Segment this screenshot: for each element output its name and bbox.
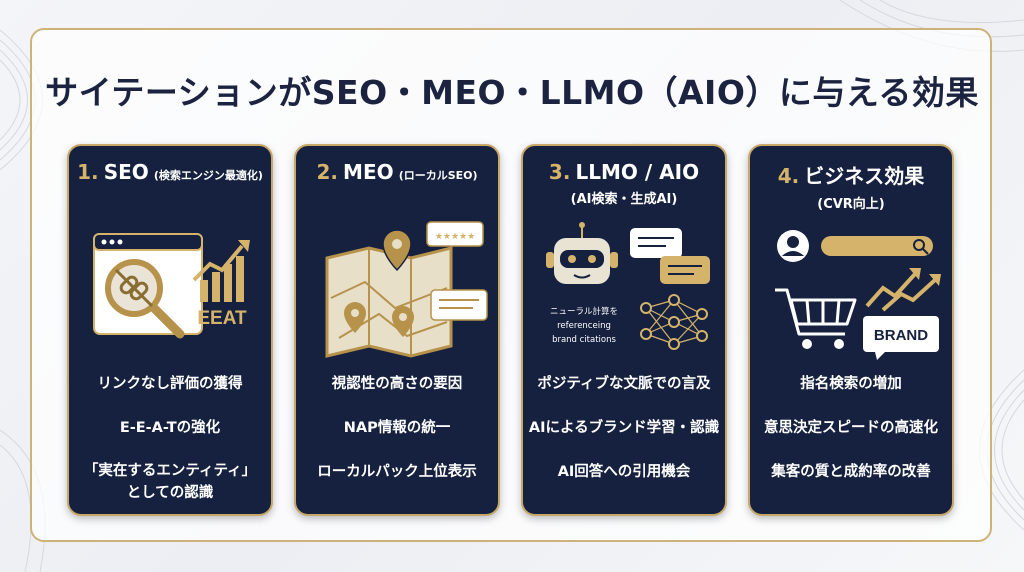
list-item: NAP情報の統一 <box>343 420 451 436</box>
growth-chart-icon <box>192 240 250 302</box>
card-number: 1. <box>77 160 99 184</box>
chat-bubbles-icon <box>630 228 710 284</box>
seo-illustration: EEAT <box>93 233 250 339</box>
card-heading: 2. MEO (ローカルSEO) <box>296 160 498 184</box>
list-item: 指名検索の増加 <box>800 376 902 392</box>
list-item: ポジティブな文脈での言及 <box>537 376 711 392</box>
map-pin-icon <box>344 229 414 337</box>
card-llmo: 3. LLMO / AIO (AI検索・生成AI) ニューラル計算を refer… <box>521 144 727 516</box>
network-caption-line: ニューラル計算を <box>550 306 618 317</box>
search-bar-icon <box>821 236 933 256</box>
list-item: 「実在するエンティティ」 <box>83 463 257 479</box>
card-subtitle: (検索エンジン最適化) <box>153 169 263 182</box>
list-item: 集客の質と成約率の改善 <box>771 464 931 480</box>
card-subtitle: (CVR向上) <box>817 197 885 212</box>
brand-tag-icon <box>863 316 939 360</box>
page-title: サイテーションがSEO・MEO・LLMO（AIO）に与える効果 <box>45 73 979 112</box>
card-title: ビジネス効果 <box>804 164 925 188</box>
card-title: SEO <box>103 160 149 184</box>
card-heading: 1. SEO (検索エンジン最適化) <box>69 160 271 184</box>
card-seo: 1. SEO (検索エンジン最適化) EEAT リンクなし評価の獲得 E-E-A <box>67 144 273 516</box>
shopping-cart-icon <box>775 288 857 336</box>
card-title: MEO <box>343 160 394 184</box>
list-item: AI回答への引用機会 <box>557 464 691 480</box>
meo-illustration: ★★★★★ <box>325 221 488 358</box>
eeat-label: EEAT <box>197 308 247 329</box>
business-illustration: BRAND <box>775 230 941 360</box>
card-number: 4. <box>777 164 800 188</box>
card-heading: 3. LLMO / AIO (AI検索・生成AI) <box>523 160 725 207</box>
network-caption-line: referenceing <box>557 321 611 331</box>
card-subtitle: (AI検索・生成AI) <box>570 192 678 207</box>
magnifier-link-icon <box>105 259 185 339</box>
list-item: 意思決定スピードの高速化 <box>764 420 938 436</box>
list-item: ローカルパック上位表示 <box>317 464 477 480</box>
list-item: としての認識 <box>126 485 214 501</box>
list-item: 視認性の高さの要因 <box>331 376 463 392</box>
list-item: リンクなし評価の獲得 <box>97 376 243 392</box>
brand-label: BRAND <box>874 327 928 344</box>
card-subtitle: (ローカルSEO) <box>398 169 478 182</box>
growth-arrows-icon <box>865 272 937 312</box>
list-item: AIによるブランド学習・認識 <box>528 420 720 436</box>
chat-bubble-icon <box>430 289 488 321</box>
robot-icon <box>546 222 618 284</box>
card-meo: 2. MEO (ローカルSEO) ★★★★★ 視認 <box>294 144 500 516</box>
card-title: LLMO / AIO <box>575 160 700 184</box>
network-caption-line: brand citations <box>552 335 616 345</box>
llmo-illustration: ニューラル計算を referenceing brand citations <box>546 222 710 350</box>
card-business: 4. ビジネス効果 (CVR向上) BRAND <box>748 144 954 516</box>
card-number: 2. <box>316 160 338 184</box>
review-stars-bubble-icon: ★★★★★ <box>426 221 484 247</box>
list-item: E-E-A-Tの強化 <box>119 420 221 436</box>
card-heading: 4. ビジネス効果 (CVR向上) <box>750 160 952 212</box>
card-number: 3. <box>548 160 571 184</box>
svg-text:★★★★★: ★★★★★ <box>435 232 475 242</box>
user-avatar-icon <box>777 230 809 262</box>
